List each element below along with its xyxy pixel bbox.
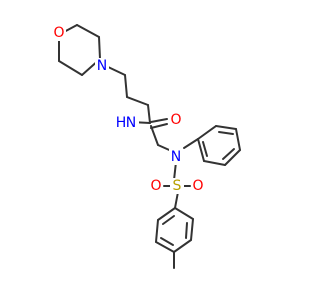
bond-amide-c-ch2	[150, 125, 159, 146]
bond-phenyl-double-3	[202, 141, 208, 157]
sulfonamide-nitrogen-label: N	[171, 149, 181, 165]
bond-chain-3	[126, 96, 149, 106]
atom-background	[149, 178, 163, 194]
bond-tolyl-double-1	[185, 222, 188, 239]
sulfonyl-oxygen-left-label: O	[150, 178, 161, 194]
atom-background	[52, 25, 66, 41]
bond-tolyl-3	[173, 239, 192, 253]
sulfonyl-oxygen-right-label: O	[192, 178, 203, 194]
amide-hydrogen-label: H	[116, 115, 127, 131]
bond-tolyl-1	[174, 207, 194, 220]
bond-phenyl-5	[203, 160, 226, 166]
bond-layer	[58, 24, 241, 269]
atom-background	[116, 114, 139, 131]
sulfur-label: S	[173, 178, 182, 194]
bond-morpholine-5	[58, 60, 83, 76]
molecule-structure: O N H N O N S O O	[52, 24, 241, 269]
atom-label-layer: O N H N O N S O O	[52, 25, 205, 194]
bond-tolyl-double-2	[160, 237, 174, 246]
bond-tolyl-5	[155, 219, 159, 243]
morpholine-oxygen-label: O	[53, 25, 64, 41]
bond-chain-2	[124, 74, 128, 98]
bond-phenyl-4	[224, 149, 241, 166]
bond-phenyl-3	[235, 128, 241, 151]
atom-background	[191, 178, 205, 194]
amide-nitrogen-label: N	[126, 115, 136, 131]
bond-tolyl-6	[157, 207, 176, 221]
bond-phenyl-link	[183, 138, 199, 149]
bond-amide-c-o-b	[150, 123, 168, 129]
atom-background	[169, 149, 183, 165]
bond-tolyl-double-3	[162, 215, 175, 225]
bond-tolyl-2	[190, 218, 194, 241]
bond-phenyl-double-2	[222, 148, 235, 160]
atom-background	[169, 112, 183, 128]
bond-chain-4	[147, 104, 151, 124]
bond-phenyl-2	[215, 125, 237, 130]
amide-oxygen-label: O	[170, 112, 181, 128]
molecule-canvas: O N H N O N S O O	[52, 24, 241, 269]
bond-phenyl-double-1	[218, 131, 234, 135]
bond-morpholine-2	[76, 24, 100, 38]
bond-amide-c-o-a	[150, 118, 168, 123]
bond-s-aryl	[174, 191, 179, 209]
atom-background	[170, 178, 184, 194]
bond-chain-1	[105, 65, 126, 76]
atom-background	[95, 58, 109, 74]
morpholine-nitrogen-label: N	[97, 58, 107, 74]
bond-morpholine-3	[98, 36, 101, 60]
bond-phenyl-1	[197, 125, 217, 140]
bond-phenyl-6	[197, 138, 205, 162]
bond-tolyl-4	[155, 241, 175, 253]
